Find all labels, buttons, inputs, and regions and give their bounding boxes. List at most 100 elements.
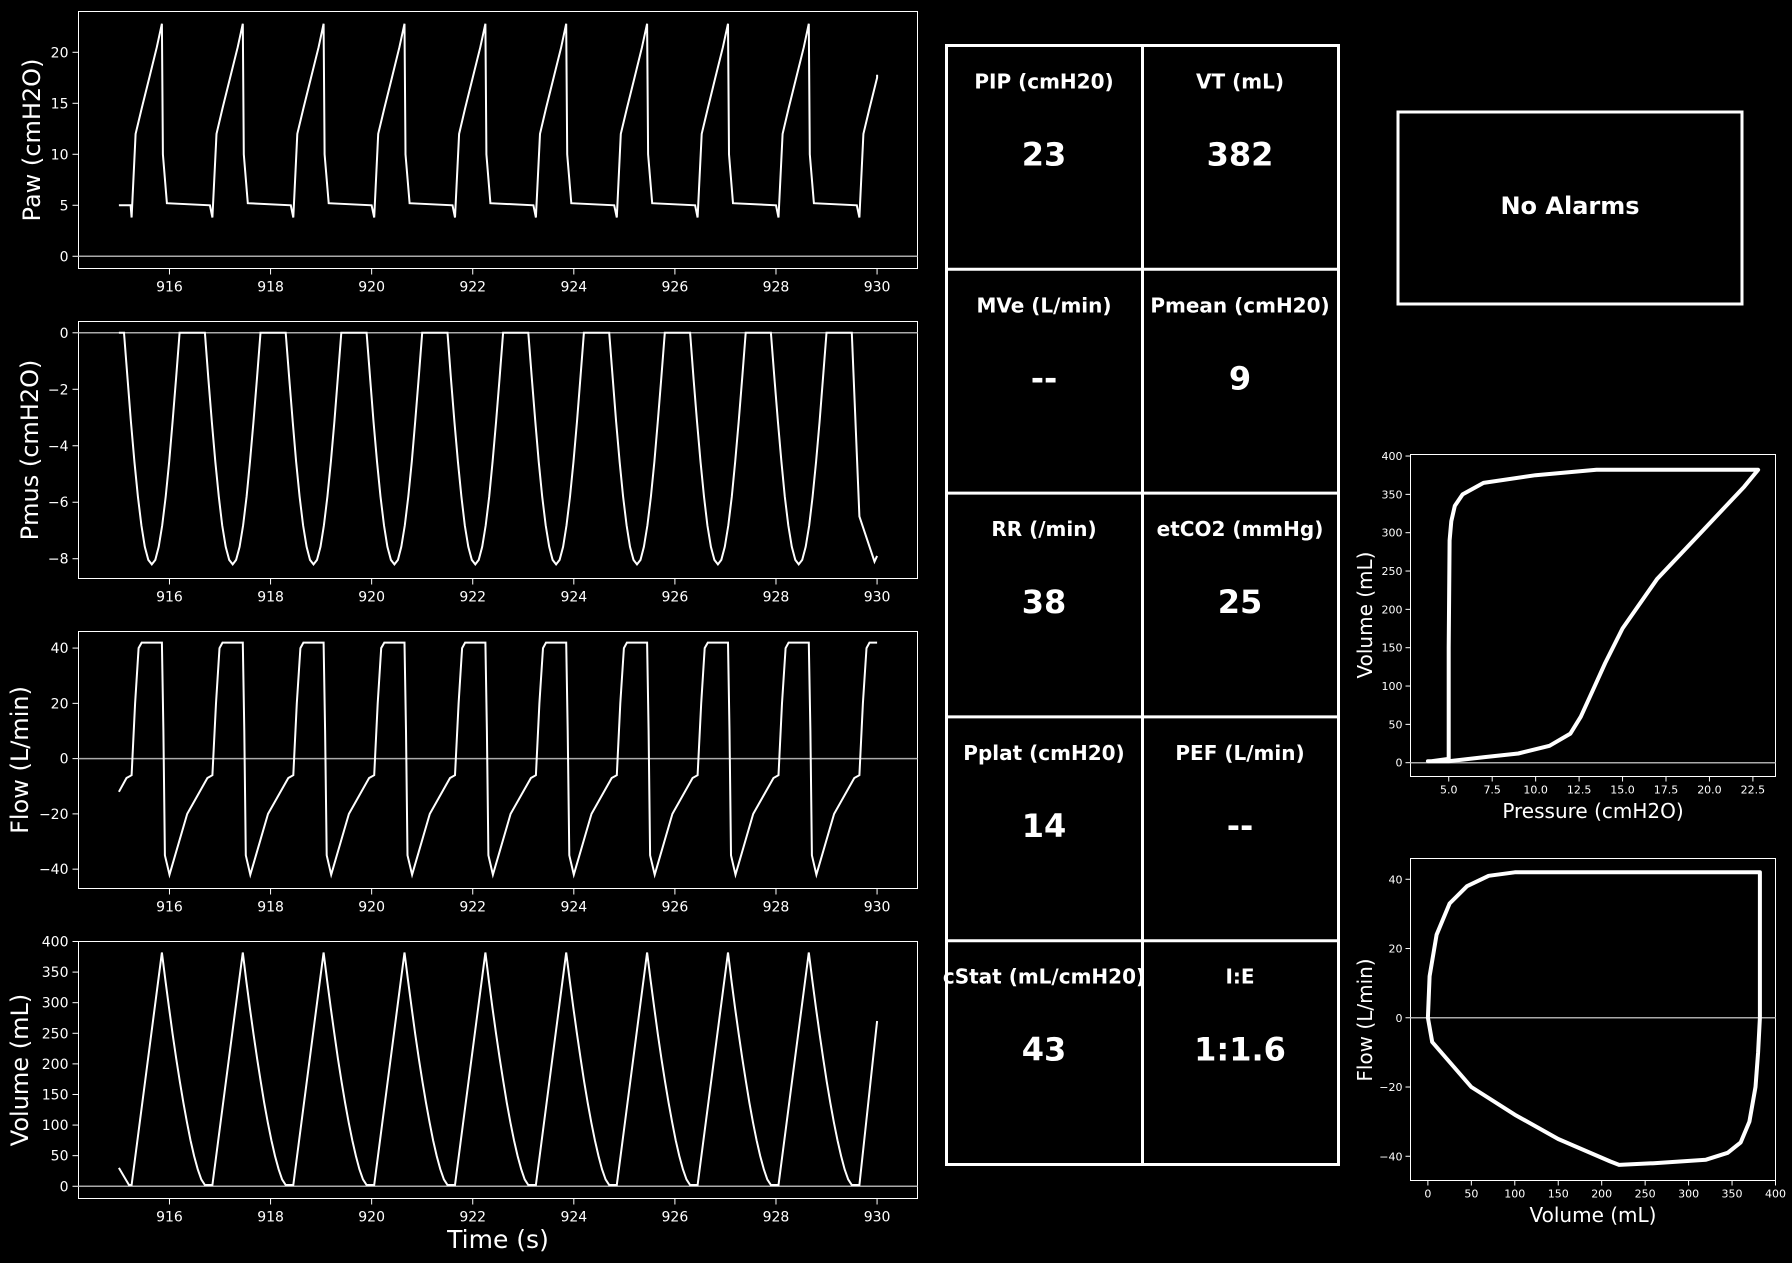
- flow-xtick-label: 924: [560, 900, 587, 916]
- pmus-series-line: [118, 331, 879, 567]
- metric-label: etCO2 (mmHg): [1157, 517, 1324, 541]
- flow-xtick-label: 916: [156, 900, 183, 916]
- pmus-xtick-label: 920: [358, 590, 385, 606]
- volume-ytick-label: 200: [42, 1057, 69, 1073]
- pv-ticks-xtick-label: 12.5: [1567, 784, 1592, 797]
- metric-label: Pplat (cmH20): [963, 741, 1124, 765]
- fv-ticks-xtick-label: 350: [1722, 1188, 1743, 1201]
- metric-label: RR (/min): [991, 517, 1096, 541]
- flow-ytick-label: −20: [39, 807, 69, 823]
- time-xlabel: Time (s): [446, 1225, 549, 1254]
- metric-value: 14: [1022, 807, 1067, 845]
- volume-ytick-label: 0: [60, 1179, 69, 1195]
- pv-ticks-ytick-label: 350: [1382, 488, 1403, 501]
- paw-ylabel: Paw (cmH2O): [18, 59, 46, 222]
- paw-xtick-label: 920: [358, 280, 385, 296]
- volume-ytick-label: 100: [42, 1118, 69, 1134]
- pv-ticks-xtick-label: 7.5: [1483, 784, 1501, 797]
- pmus-ytick-label: −8: [48, 552, 69, 568]
- paw-ytick-label: 5: [60, 198, 69, 214]
- volume-ytick-label: 50: [51, 1149, 69, 1165]
- flow-ytick-label: −40: [39, 862, 69, 878]
- pv-ticks-ytick-label: 300: [1382, 527, 1403, 540]
- pmus-ytick-label: −4: [48, 439, 69, 455]
- pmus-ytick-label: −6: [48, 495, 69, 511]
- volume-xtick-label: 920: [358, 1210, 385, 1226]
- paw-xtick-label: 916: [156, 280, 183, 296]
- metric-label: PEF (L/min): [1175, 741, 1304, 765]
- volume-xtick-label: 930: [864, 1210, 891, 1226]
- alarm-box: [1396, 110, 1744, 306]
- fv-loop-line: [1425, 870, 1762, 1167]
- flow-xtick-label: 922: [459, 900, 486, 916]
- metric-label: MVe (L/min): [976, 293, 1111, 317]
- paw-ytick-label: 20: [51, 45, 69, 61]
- paw-ytick-label: 10: [51, 147, 69, 163]
- pv-ticks-ytick-label: 150: [1382, 642, 1403, 655]
- pmus-ytick-label: 0: [60, 326, 69, 342]
- metric-value: 23: [1022, 136, 1067, 174]
- metric-value: 43: [1022, 1031, 1067, 1069]
- volume-series-line: [118, 952, 879, 1186]
- volume-xtick-label: 922: [459, 1210, 486, 1226]
- pv-ticks-ytick-label: 250: [1382, 565, 1403, 578]
- volume-ylabel: Volume (mL): [6, 994, 34, 1146]
- flow-xtick-label: 926: [662, 900, 689, 916]
- fv-ticks-ytick-label: 0: [1396, 1012, 1403, 1025]
- flow-plot-frame: [78, 631, 918, 889]
- metric-value: --: [1227, 807, 1254, 845]
- pmus-xtick-label: 916: [156, 590, 183, 606]
- volume-xtick-label: 926: [662, 1210, 689, 1226]
- fv-ticks-xtick-label: 250: [1635, 1188, 1656, 1201]
- volume-ytick-label: 300: [42, 996, 69, 1012]
- pmus-ylabel: Pmus (cmH2O): [16, 360, 44, 541]
- pv-ticks-xtick-label: 22.5: [1741, 784, 1766, 797]
- metric-value: 1:1.6: [1194, 1031, 1286, 1069]
- metric-value: 25: [1218, 583, 1263, 621]
- pv-ticks-ytick-label: 50: [1389, 718, 1403, 731]
- fv-xlabel: Volume (mL): [1530, 1203, 1657, 1227]
- paw-series-line: [118, 23, 879, 218]
- pv-ticks-xtick-label: 15.0: [1610, 784, 1635, 797]
- paw-xtick-label: 924: [560, 280, 587, 296]
- flow-series-line: [118, 641, 878, 879]
- pmus-xtick-label: 930: [864, 590, 891, 606]
- volume-ytick-label: 350: [42, 965, 69, 981]
- volume-xtick-label: 928: [763, 1210, 790, 1226]
- paw-ytick-label: 15: [51, 96, 69, 112]
- pv-ticks-xtick-label: 20.0: [1697, 784, 1722, 797]
- metric-value: 382: [1207, 136, 1274, 174]
- pv-ticks-ytick-label: 100: [1382, 680, 1403, 693]
- pmus-xtick-label: 926: [662, 590, 689, 606]
- pmus-xtick-label: 928: [763, 590, 790, 606]
- volume-ytick-label: 250: [42, 1026, 69, 1042]
- fv-ticks-ytick-label: −40: [1379, 1150, 1402, 1163]
- pv-ticks-ytick-label: 0: [1396, 757, 1403, 770]
- pv-ticks-xtick-label: 17.5: [1654, 784, 1679, 797]
- pv-ylabel: Volume (mL): [1353, 552, 1377, 679]
- pv-ticks-ytick-label: 400: [1382, 450, 1403, 463]
- metric-value: 38: [1022, 583, 1067, 621]
- metric-label: cStat (mL/cmH20): [943, 965, 1145, 989]
- pv-xlabel: Pressure (cmH2O): [1502, 799, 1683, 823]
- alarm-text: No Alarms: [1500, 192, 1639, 220]
- pv-ticks-xtick-label: 10.0: [1523, 784, 1548, 797]
- fv-ticks-xtick-label: 200: [1591, 1188, 1612, 1201]
- pv-loop-line: [1425, 467, 1761, 764]
- volume-ytick-label: 150: [42, 1087, 69, 1103]
- pmus-ytick-label: −2: [48, 382, 69, 398]
- paw-xtick-label: 928: [763, 280, 790, 296]
- alarm-panel: No Alarms: [1396, 110, 1744, 306]
- flow-xtick-label: 918: [257, 900, 284, 916]
